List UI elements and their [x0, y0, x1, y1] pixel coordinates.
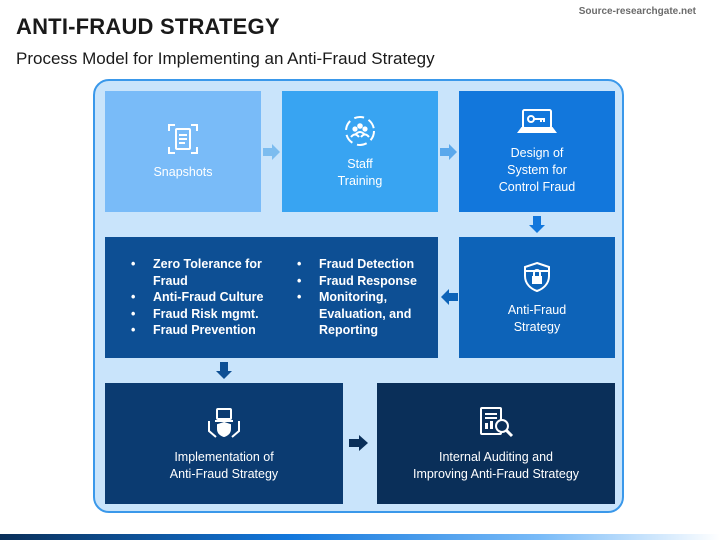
list-item: Zero Tolerance for Fraud [131, 256, 271, 289]
document-scan-icon [166, 122, 200, 156]
laptop-key-icon [517, 107, 557, 137]
step-design-system: Design of System for Control Fraud [459, 91, 615, 212]
list-item: Fraud Prevention [131, 322, 271, 339]
page-title: ANTI-FRAUD STRATEGY [16, 14, 280, 39]
arrow-right-icon [263, 143, 281, 161]
arrow-right-icon [440, 143, 458, 161]
step-label: Design of System for Control Fraud [498, 146, 576, 194]
measures-list: Zero Tolerance for Fraud Anti-Fraud Cult… [105, 237, 438, 358]
step-label: Internal Auditing and Improving Anti-Fra… [412, 449, 580, 481]
page-subtitle: Process Model for Implementing an Anti-F… [16, 49, 435, 68]
arrow-left-icon [440, 288, 458, 306]
list-item: Fraud Detection [297, 256, 427, 273]
step-label: Implementation of Anti-Fraud Strategy [169, 449, 279, 481]
list-item: Fraud Response [297, 273, 427, 290]
source-label: Source-researchgate.net [578, 6, 696, 17]
hands-laptop-shield-icon [206, 405, 242, 441]
step-anti-fraud-strategy: Anti-Fraud Strategy [459, 237, 615, 358]
measures-left-list: Zero Tolerance for Fraud Anti-Fraud Cult… [131, 256, 271, 339]
step-label: Staff Training [337, 156, 383, 188]
list-item: Fraud Risk mgmt. [131, 306, 271, 323]
step-snapshots: Snapshots [105, 91, 261, 212]
step-internal-auditing: Internal Auditing and Improving Anti-Fra… [377, 383, 615, 504]
measures-right-list: Fraud Detection Fraud Response Monitorin… [297, 256, 427, 339]
bottom-accent-bar [0, 534, 720, 540]
step-label: Anti-Fraud Strategy [507, 302, 567, 334]
step-label: Snapshots [153, 165, 213, 179]
arrow-right-icon [349, 434, 369, 452]
list-item: Monitoring, Evaluation, and Reporting [297, 289, 427, 339]
shield-lock-icon [520, 260, 554, 294]
arrow-down-icon [528, 216, 546, 234]
step-implementation: Implementation of Anti-Fraud Strategy [105, 383, 343, 504]
arrow-down-icon [215, 362, 233, 380]
step-staff-training: Staff Training [282, 91, 438, 212]
team-training-icon [343, 114, 377, 148]
report-magnifier-icon [477, 405, 515, 441]
list-item: Anti-Fraud Culture [131, 289, 271, 306]
